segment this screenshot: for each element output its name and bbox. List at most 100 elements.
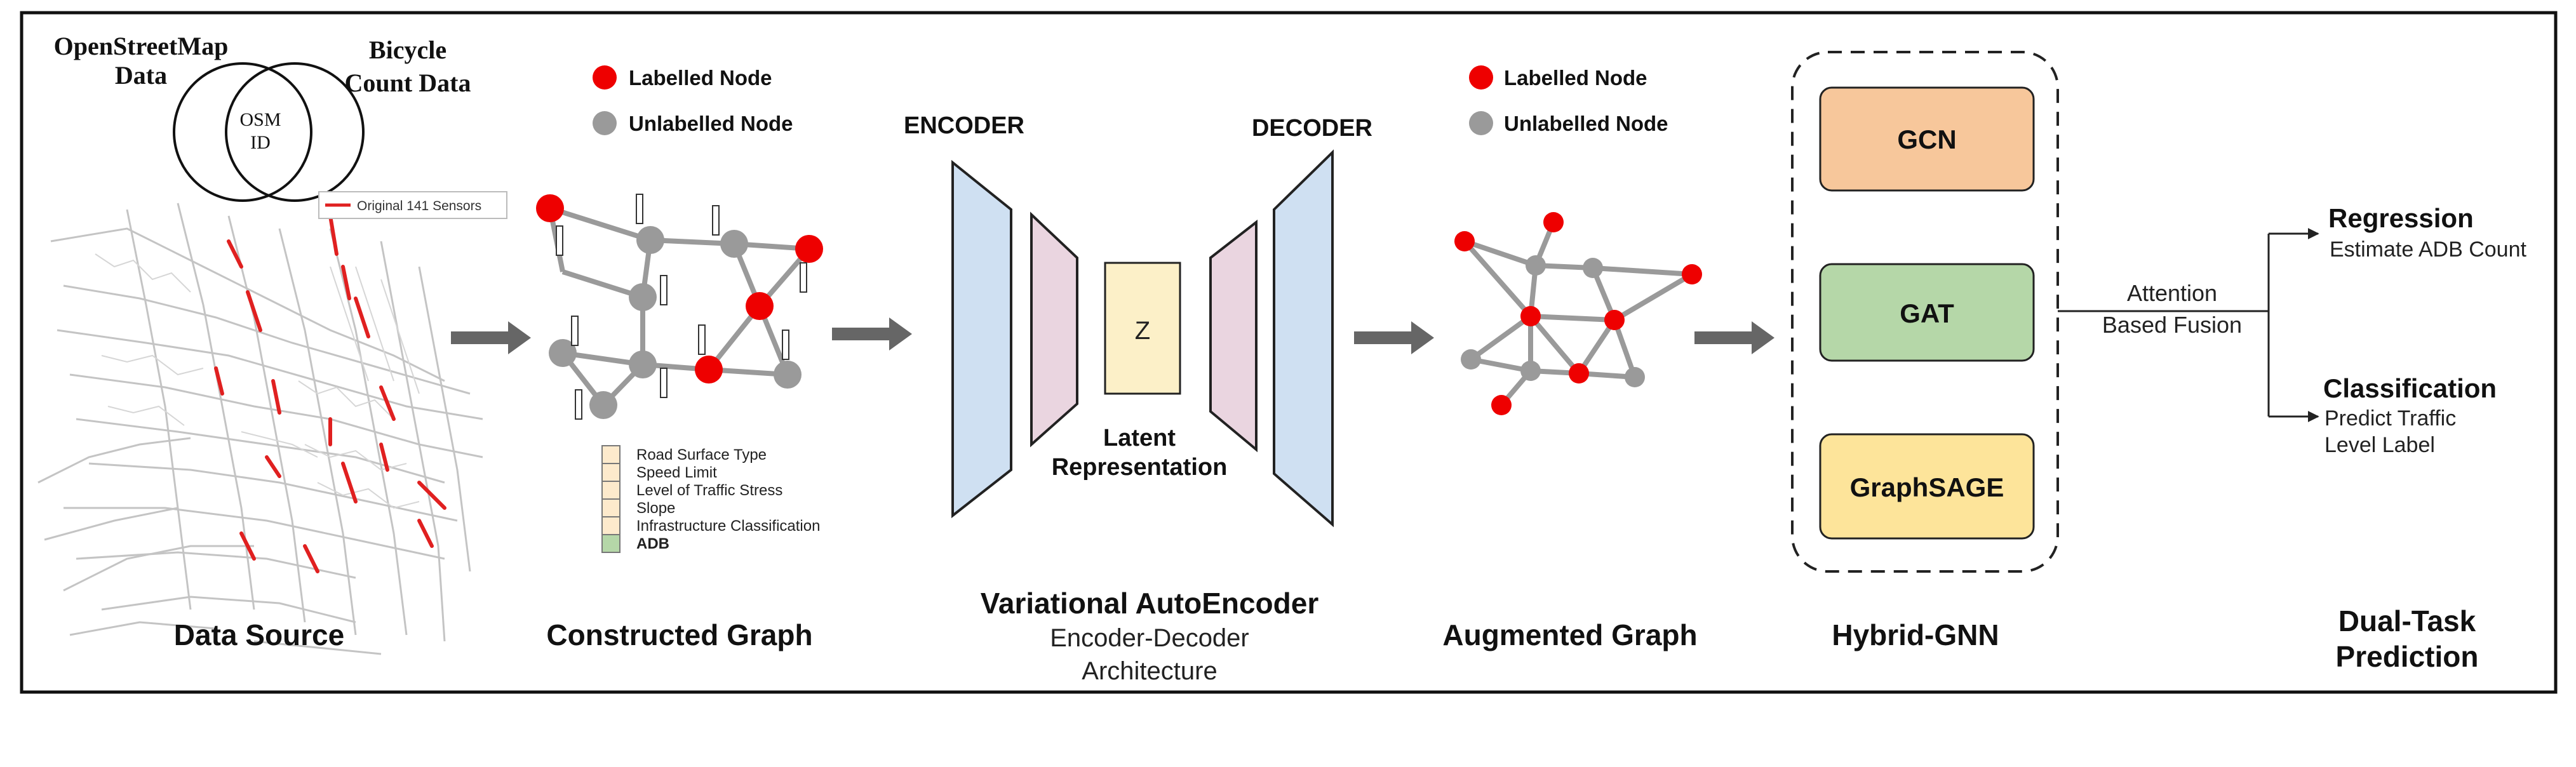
osm-label-line2: Data (115, 61, 167, 90)
aug-legend-unlabelled-text: Unlabelled Node (1504, 112, 1668, 135)
feature-label: Infrastructure Classification (636, 517, 820, 535)
graph-node-unlabelled (720, 230, 748, 258)
constructed-graph-panel: Labelled Node Unlabelled Node (536, 65, 823, 651)
classification-title: Classification (2323, 373, 2497, 403)
legend-unlabelled-dot (593, 111, 617, 135)
augmented-graph-title: Augmented Graph (1442, 618, 1697, 651)
feature-list: Road Surface Type Speed Limit Level of T… (601, 445, 820, 553)
hybrid-gnn-container (1791, 51, 2059, 573)
feature-ticks (556, 194, 807, 420)
feature-swatch (601, 516, 621, 535)
osm-label-line1: OpenStreetMap (54, 32, 229, 60)
gat-box (1819, 263, 2035, 362)
arrow-to-augmented (1354, 321, 1434, 354)
bike-label-line2: Count Data (345, 69, 471, 97)
encoder-outer-trapezoid (951, 159, 1012, 519)
latent-box (1104, 262, 1181, 395)
latent-label-line2: Representation (1052, 454, 1228, 481)
vae-title: Variational AutoEncoder (981, 587, 1319, 620)
prediction-panel: Regression Estimate ADB Count Classifica… (2323, 203, 2526, 673)
data-source-title: Data Source (174, 618, 344, 651)
aug-node-unlabelled (1583, 258, 1603, 278)
aug-legend-labelled-dot (1469, 65, 1493, 90)
vae-subtitle-line1: Encoder-Decoder (1050, 624, 1249, 652)
graphsage-box (1819, 433, 2035, 540)
fusion-label-line1: Attention (2127, 280, 2217, 306)
legend-unlabelled-text: Unlabelled Node (629, 112, 793, 135)
gcn-box (1819, 86, 2035, 192)
bike-label-line1: Bicycle (369, 36, 446, 64)
venn-circle-osm (173, 62, 312, 202)
arrow-to-graph (451, 321, 531, 354)
regression-title: Regression (2328, 203, 2474, 233)
latent-symbol: Z (1135, 317, 1150, 345)
decoder-outer-trapezoid (1273, 149, 1334, 528)
graphsage-label: GraphSAGE (1850, 472, 2004, 502)
venn-center-line1: OSM (239, 109, 281, 130)
aug-node-labelled (1491, 395, 1512, 415)
map-legend: Original 141 Sensors (318, 191, 507, 219)
latent-label-line1: Latent (1103, 425, 1176, 451)
graph-node-unlabelled (629, 283, 657, 311)
fusion-panel: Attention Based Fusion (2058, 228, 2319, 422)
augmented-graph-panel: Labelled Node Unlabelled Node (1442, 65, 1702, 651)
prediction-title-line1: Dual-Task (2338, 604, 2476, 637)
venn-circle-bike (225, 62, 365, 202)
classification-desc-line1: Predict Traffic (2324, 406, 2456, 430)
feature-label: Level of Traffic Stress (636, 482, 782, 499)
sensor-segments (214, 214, 446, 573)
augmented-graph-nodes (1454, 212, 1702, 415)
feature-swatch (601, 463, 621, 482)
feature-swatch-adb (601, 534, 621, 553)
aug-legend-labelled-text: Labelled Node (1504, 66, 1647, 90)
decoder-label: DECODER (1252, 115, 1372, 142)
feature-swatch (601, 445, 621, 464)
aug-node-labelled (1682, 264, 1702, 284)
fusion-label-line2: Based Fusion (2102, 312, 2242, 338)
venn-center-line2: ID (250, 132, 271, 153)
graph-node-labelled (746, 292, 774, 320)
classification-desc-line2: Level Label (2324, 433, 2435, 457)
aug-node-labelled (1569, 363, 1589, 384)
aug-node-unlabelled (1625, 367, 1645, 387)
legend-labelled-text: Labelled Node (629, 66, 772, 90)
constructed-graph-nodes (536, 194, 823, 419)
aug-node-unlabelled (1526, 255, 1546, 276)
aug-node-labelled (1520, 306, 1541, 326)
feature-label: Speed Limit (636, 464, 717, 481)
graph-node-labelled (695, 356, 723, 384)
regression-desc: Estimate ADB Count (2330, 237, 2526, 262)
legend-labelled-dot (593, 65, 617, 90)
graph-node-unlabelled (774, 361, 802, 389)
vae-subtitle-line2: Architecture (1082, 657, 1217, 685)
hybrid-gnn-panel: GCN GAT GraphSAGE Hybrid-GNN (1791, 51, 2059, 651)
graph-node-labelled (536, 194, 564, 222)
aug-node-labelled (1604, 310, 1625, 330)
aug-node-unlabelled (1461, 349, 1481, 370)
arrow-to-hybrid-gnn (1694, 321, 1774, 354)
feature-label: Road Surface Type (636, 446, 767, 464)
gat-label: GAT (1900, 298, 1954, 328)
gcn-label: GCN (1897, 124, 1956, 154)
encoder-inner-trapezoid (1030, 211, 1078, 448)
constructed-graph-title: Constructed Graph (546, 618, 812, 651)
feature-label-adb: ADB (636, 535, 669, 552)
outer-frame (20, 11, 2558, 694)
prediction-title-line2: Prediction (2336, 640, 2479, 673)
street-map-fine (95, 253, 420, 509)
hybrid-gnn-title: Hybrid-GNN (1832, 618, 1999, 651)
map-legend-box (318, 191, 507, 219)
feature-swatch (601, 498, 621, 517)
graph-node-unlabelled (549, 339, 577, 367)
aug-node-labelled (1454, 231, 1475, 251)
graph-node-labelled (795, 235, 823, 263)
graph-node-unlabelled (589, 391, 617, 419)
aug-node-labelled (1543, 212, 1564, 232)
vae-panel: ENCODER DECODER Z Latent Representation … (904, 112, 1372, 685)
graph-node-unlabelled (629, 350, 657, 378)
feature-swatch (601, 481, 621, 500)
encoder-label: ENCODER (904, 112, 1024, 139)
street-map (37, 203, 483, 655)
graph-node-unlabelled (636, 226, 664, 254)
